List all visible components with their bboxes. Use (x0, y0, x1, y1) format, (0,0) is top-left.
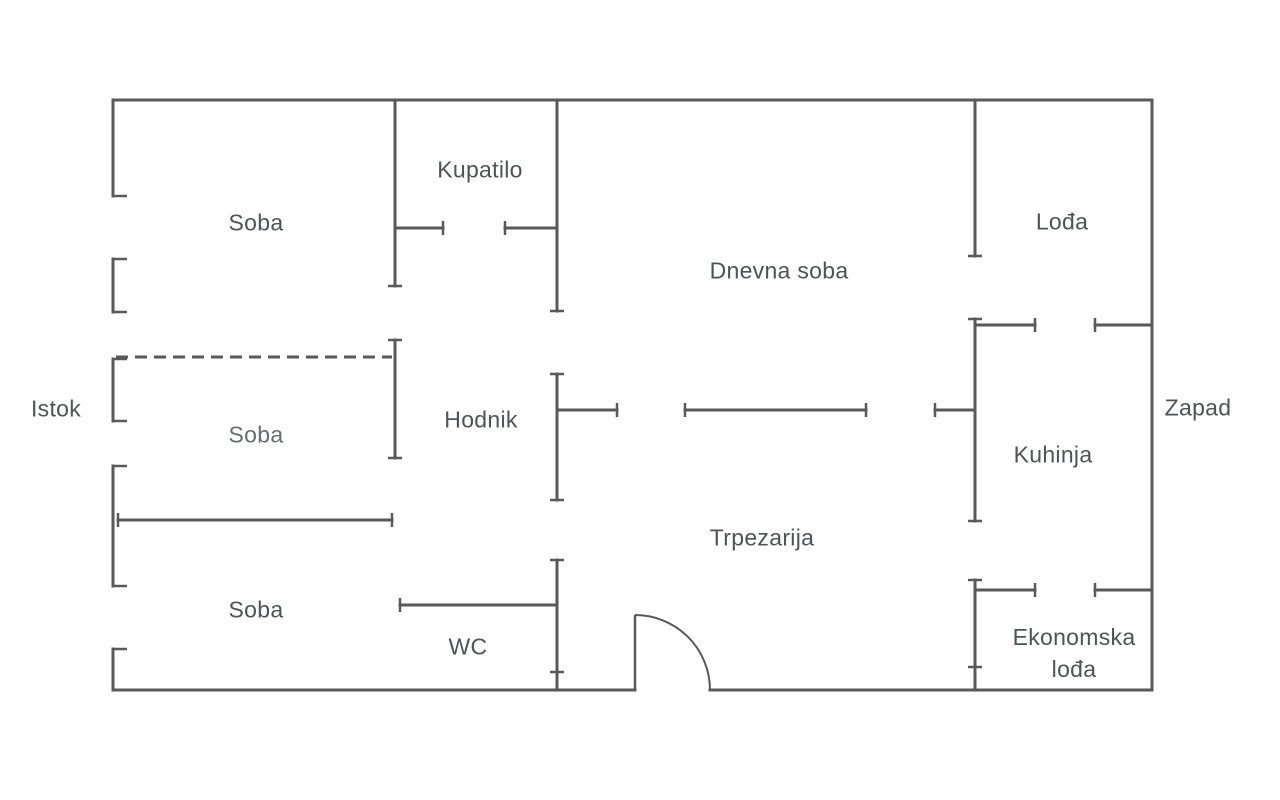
door-jamb-ticks (116, 221, 1097, 674)
room-label-soba-middle: Soba (228, 421, 284, 448)
room-label-wc: WC (448, 633, 488, 660)
room-label-ekonomska-lodja: Ekonomska lođa (1012, 623, 1136, 682)
entry-door-arc (633, 614, 711, 691)
room-label-trpezarija: Trpezarija (709, 524, 815, 551)
window-ticks (113, 194, 127, 651)
room-label-dnevna-soba: Dnevna soba (709, 257, 849, 284)
exterior-walls (111, 98, 1154, 692)
room-label-hodnik: Hodnik (444, 406, 518, 433)
orientation-label-east: Istok (30, 395, 82, 422)
room-label-kuhinja: Kuhinja (1013, 441, 1093, 468)
room-label-soba-top: Soba (228, 209, 284, 236)
room-label-kupatilo: Kupatilo (437, 156, 523, 183)
room-label-lodja: Lođa (1035, 208, 1089, 235)
interior-walls (116, 98, 1154, 692)
orientation-label-west: Zapad (1164, 394, 1232, 421)
room-label-soba-bottom: Soba (228, 596, 284, 623)
